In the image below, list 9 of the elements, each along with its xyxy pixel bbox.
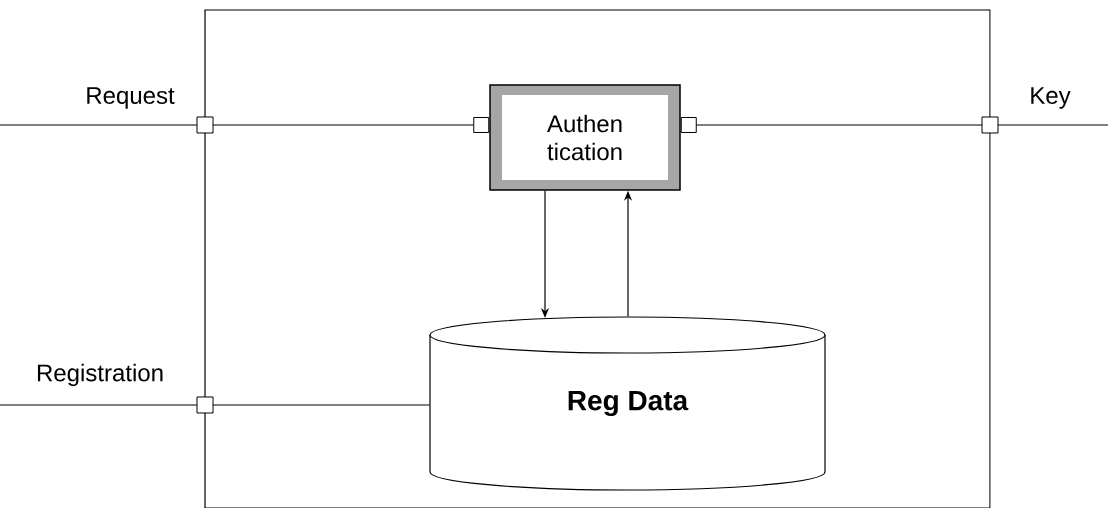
connector-line bbox=[680, 117, 1108, 133]
connector-line bbox=[0, 117, 490, 133]
signal-label: Key bbox=[1031, 87, 1071, 109]
boundary-frame bbox=[204, 9, 991, 508]
process-box: Authen tication bbox=[489, 84, 681, 191]
database-cylinder: Reg Data bbox=[429, 316, 826, 491]
signal-label: Registration bbox=[37, 363, 163, 387]
signal-label: Request bbox=[87, 87, 175, 109]
connector-line bbox=[0, 404, 430, 406]
